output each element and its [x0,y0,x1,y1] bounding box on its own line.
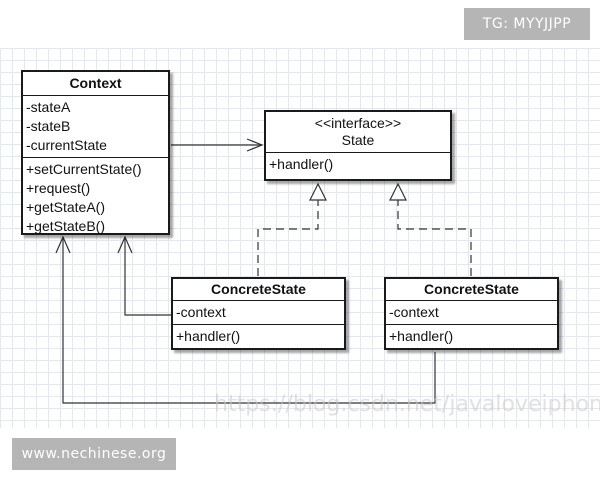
method-handler: +handler() [176,328,241,344]
watermark-text: https://blog.csdn.net/javaloveiphone [214,392,600,417]
telegram-tag: TG: MYYJJPP [464,8,590,40]
realization-triangle-b [389,182,407,201]
method-handler: +handler() [389,328,454,344]
concrete-state-b-name: ConcreteState [424,281,519,297]
state-methods: +handler() [266,152,450,176]
state-interface-header: <<interface>> State [266,112,450,152]
attribute-state-b: -stateB [26,118,71,134]
concrete-state-b-attributes: -context [386,300,557,324]
concrete-state-a-name: ConcreteState [211,281,306,297]
concrete-state-a-attributes: -context [173,300,344,324]
method-request: +request() [26,180,91,196]
realization-line-a [257,200,319,276]
context-attributes: -stateA -stateB -currentState [23,95,168,157]
concrete-state-b-class[interactable]: ConcreteState -context +handler() [384,277,559,350]
association-line-a [124,237,171,316]
method-set-current-state: +setCurrentState() [26,161,142,177]
concrete-state-a-methods: +handler() [173,324,344,348]
attribute-context: -context [389,304,439,320]
association-arrowhead-b [55,235,71,254]
website-tag: www.nechinese.org [12,438,176,470]
attribute-state-a: -stateA [26,99,71,115]
state-stereotype: <<interface>> [314,115,402,131]
attribute-context: -context [176,304,226,320]
concrete-state-b-methods: +handler() [386,324,557,348]
method-handler: +handler() [269,156,334,172]
attribute-current-state: -currentState [26,137,107,153]
context-methods: +setCurrentState() +request() +getStateA… [23,157,168,238]
context-class-name: Context [69,75,122,91]
context-class[interactable]: Context -stateA -stateB -currentState +s… [21,70,170,235]
state-interface-name: State [341,132,375,148]
state-interface[interactable]: <<interface>> State +handler() [264,110,452,181]
method-get-state-a: +getStateA() [26,199,105,215]
association-arrowhead [246,138,264,152]
association-line-b [62,237,436,404]
concrete-state-a-class[interactable]: ConcreteState -context +handler() [171,277,346,350]
method-get-state-b: +getStateB() [26,218,105,234]
realization-triangle-a [309,182,327,201]
realization-line-b [397,200,472,276]
association-arrowhead-a [117,235,133,254]
